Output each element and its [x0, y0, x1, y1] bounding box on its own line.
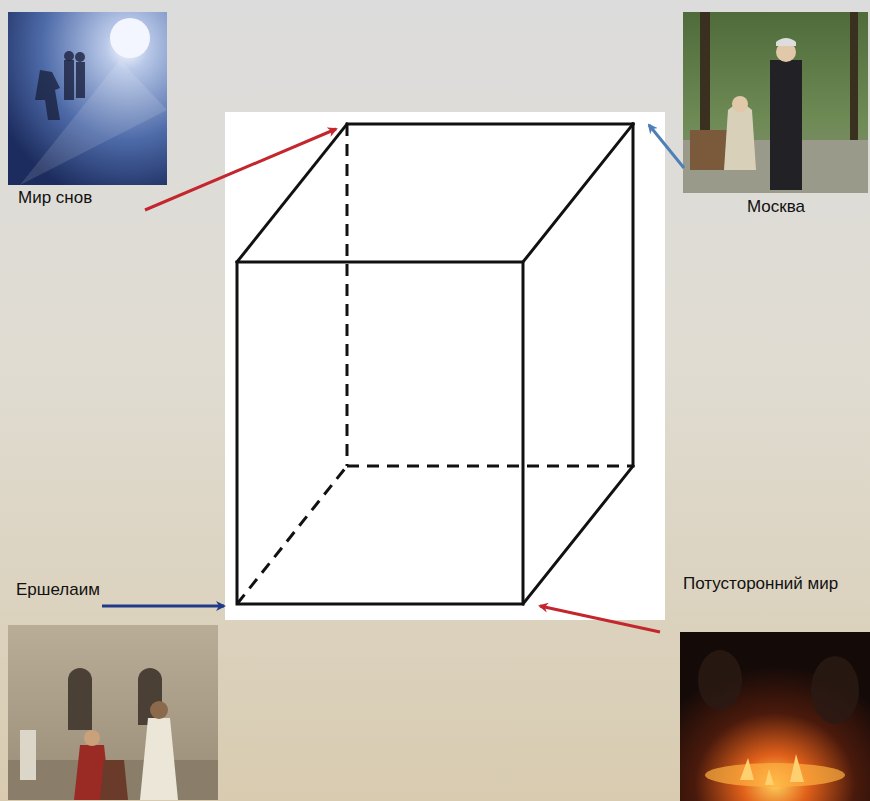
pointer-arrow [102, 605, 224, 608]
dream-photo [8, 12, 167, 185]
photo-label-box: Мир снов [18, 188, 92, 208]
photo-label: Москва [747, 197, 805, 217]
pointer-arrow [145, 129, 336, 210]
yershalaim-photo [8, 625, 218, 800]
photo-label: Потусторонний мир [683, 574, 838, 594]
photo-label: Мир снов [18, 188, 92, 208]
cube-drawing [237, 124, 633, 604]
photo-label-box: Ершелаим [16, 580, 100, 600]
moscow-photo [683, 12, 868, 193]
photo-label-box: Москва [747, 197, 805, 217]
photo-label-box: Потусторонний мир [683, 574, 838, 594]
photo-label: Ершелаим [16, 580, 100, 600]
pointer-arrow [649, 125, 684, 168]
otherworld-photo [680, 632, 870, 801]
cube-panel [225, 112, 665, 620]
pointer-arrow [540, 606, 660, 632]
